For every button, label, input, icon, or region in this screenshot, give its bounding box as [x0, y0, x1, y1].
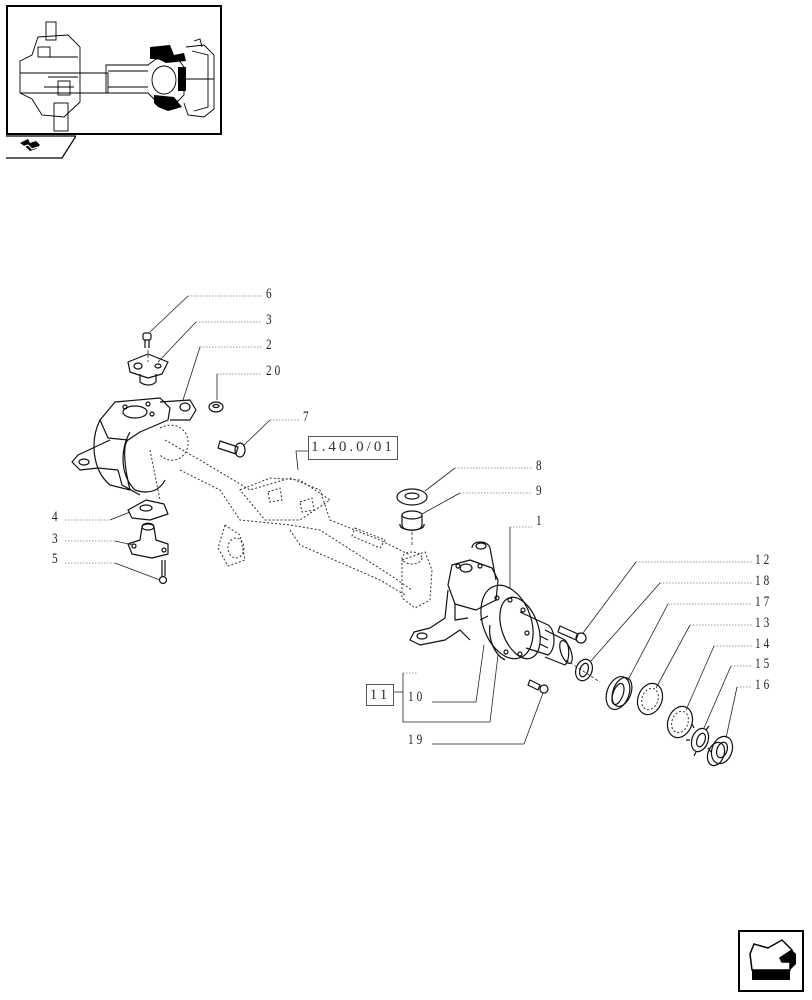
reference-link-1-40-0-01[interactable]: 1.40.0/01 — [308, 436, 398, 460]
callout-6[interactable]: 6 — [266, 286, 275, 302]
axle-overview-thumbnail[interactable] — [6, 5, 222, 135]
part-3-lower-pivot — [127, 522, 169, 559]
callout-1[interactable]: 1 — [536, 513, 545, 529]
callout-16[interactable]: 16 — [755, 677, 773, 693]
part-1-wheel-hub — [479, 584, 573, 666]
callout-5[interactable]: 5 — [52, 551, 61, 567]
part-14-bearing — [666, 705, 694, 739]
part-6-grease-nipple — [142, 332, 152, 348]
part-19-bolt — [527, 679, 549, 694]
callout-19[interactable]: 19 — [408, 732, 426, 748]
part-13-bearing — [636, 682, 664, 716]
callout-10[interactable]: 10 — [408, 689, 426, 705]
part-4-shim — [127, 499, 169, 521]
axle-cutaway-icon — [19, 21, 215, 132]
left-steering-knuckle — [71, 397, 197, 496]
callout-2[interactable]: 2 — [266, 337, 275, 353]
callout-14[interactable]: 14 — [755, 636, 773, 652]
callout-3-upper[interactable]: 3 — [266, 312, 275, 328]
part-3-upper-pivot — [127, 350, 169, 386]
callout-17[interactable]: 17 — [755, 594, 773, 610]
callout-20[interactable]: 20 — [266, 363, 284, 379]
leader-lines — [65, 295, 752, 745]
book-arrow-icon — [20, 139, 40, 151]
part-7-bolt — [217, 440, 246, 458]
callout-3-lower[interactable]: 3 — [52, 531, 61, 547]
part-18-oring — [574, 658, 594, 682]
callout-7[interactable]: 7 — [303, 409, 312, 425]
callout-12[interactable]: 12 — [755, 552, 773, 568]
arrow-next-page-icon — [749, 939, 796, 980]
callout-15[interactable]: 15 — [755, 656, 773, 672]
right-steering-knuckle — [409, 541, 499, 646]
part-16-nut — [706, 735, 734, 767]
next-page-button[interactable] — [738, 930, 804, 992]
callout-4[interactable]: 4 — [52, 509, 61, 525]
callout-9[interactable]: 9 — [536, 483, 545, 499]
callout-18[interactable]: 18 — [755, 573, 773, 589]
part-8-seal — [396, 488, 428, 506]
reference-link-11[interactable]: 11 — [366, 684, 394, 706]
part-5-screw — [158, 560, 168, 585]
callout-13[interactable]: 13 — [755, 615, 773, 631]
part-9-bushing — [399, 510, 425, 545]
thumbnail-tab[interactable] — [6, 135, 76, 159]
part-20-washer — [208, 401, 224, 413]
callout-8[interactable]: 8 — [536, 458, 545, 474]
axle-beam — [149, 424, 433, 609]
part-12-bolt — [557, 625, 587, 644]
part-17-seal — [605, 675, 633, 711]
